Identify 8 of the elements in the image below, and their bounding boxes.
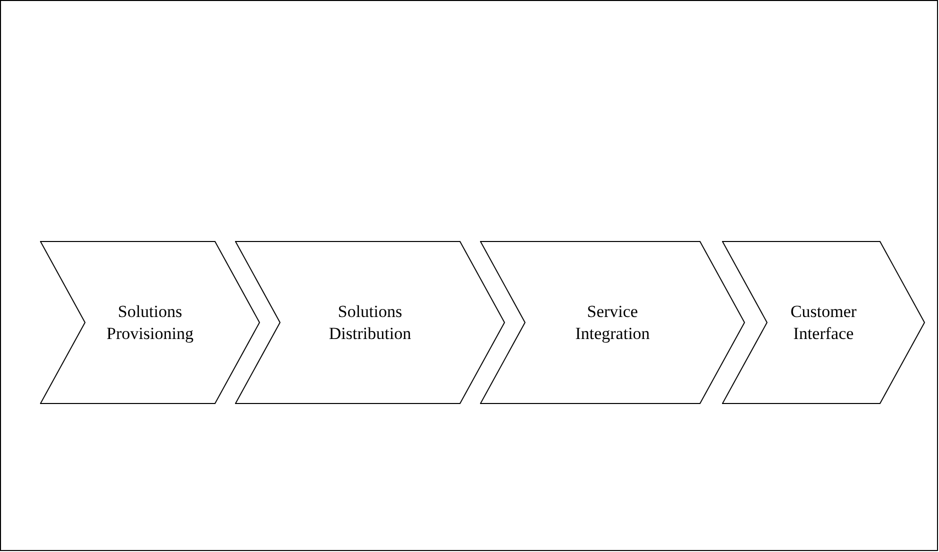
chevron-shape [480,241,745,404]
chevron-shape [722,241,925,404]
stage-label: Customer Interface [789,300,858,344]
stage-label: Solutions Provisioning [106,300,194,344]
stage-label: Solutions Distribution [328,300,412,344]
chevron-shape [235,241,505,404]
stage-label: Service Integration [574,300,651,344]
chevron-shape [40,241,260,404]
